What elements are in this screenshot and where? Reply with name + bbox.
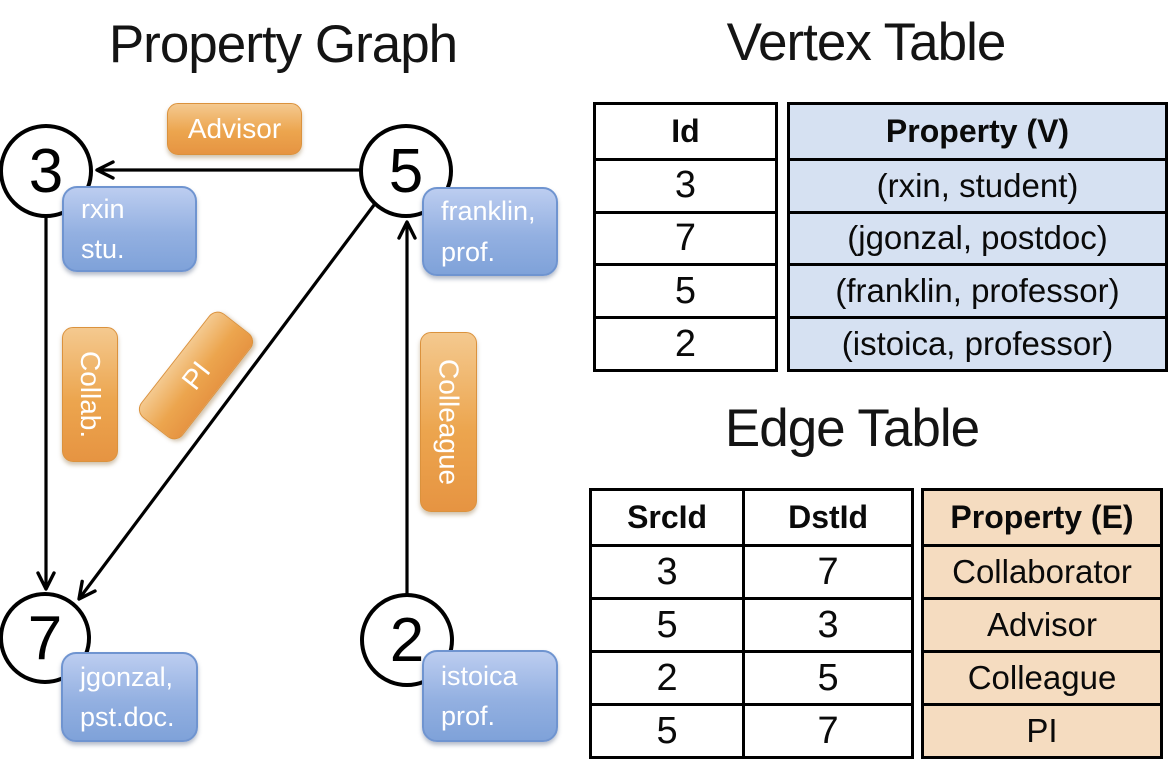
edge-table-title: Edge Table xyxy=(724,399,980,458)
vertex-table-id-cell: 7 xyxy=(596,210,775,264)
vertex-label-3-line1: rxin xyxy=(81,193,125,224)
vertex-table-property-cell: (rxin, student) xyxy=(790,157,1165,211)
vertex-table-id-column: Id 3 7 5 2 xyxy=(593,102,778,372)
property-graph-title: Property Graph xyxy=(108,15,458,74)
edge-table-src-cell: 5 xyxy=(592,597,743,650)
edge-table-property-cell: Advisor xyxy=(924,597,1160,650)
edge-label-colleague: Colleague xyxy=(420,332,477,512)
edge-table-src-cell: 5 xyxy=(592,703,743,756)
vertex-label-5: franklin, prof. xyxy=(422,187,558,276)
node-id-5: 5 xyxy=(388,136,424,206)
edge-table-header-dstid: DstId xyxy=(742,491,911,544)
vertex-label-2: istoica prof. xyxy=(422,650,558,742)
vertex-label-5-line2: prof. xyxy=(441,236,496,267)
vertex-table-title: Vertex Table xyxy=(726,13,1007,72)
vertex-label-3: rxin stu. xyxy=(62,186,197,272)
vertex-label-7-line2: pst.doc. xyxy=(80,702,175,732)
edge-table-id-columns: SrcId DstId 3 7 5 3 2 5 5 7 xyxy=(589,488,914,759)
edge-table-header-srcid: SrcId xyxy=(627,499,708,535)
edge-label-advisor: Advisor xyxy=(167,103,302,155)
vertex-table-header-id: Id xyxy=(671,112,700,149)
edge-label-collab: Collab. xyxy=(62,327,118,462)
edge-5-to-7 xyxy=(77,204,376,601)
edge-table-property-cell: Colleague xyxy=(924,650,1160,703)
vertex-label-2-line1: istoica xyxy=(441,660,518,691)
node-id-3: 3 xyxy=(28,136,64,206)
vertex-table-property-cell: (jgonzal, postdoc) xyxy=(790,210,1165,264)
edge-table-src-cell: 3 xyxy=(592,544,743,597)
node-id-7: 7 xyxy=(27,603,63,673)
edge-table-dst-cell: 7 xyxy=(742,703,911,756)
edge-table-header-property: Property (E) xyxy=(924,491,1160,544)
vertex-label-3-line2: stu. xyxy=(81,234,125,264)
vertex-table-id-cell: 5 xyxy=(596,263,775,316)
graph-edges xyxy=(36,160,417,601)
vertex-table-id-cell: 2 xyxy=(596,316,775,369)
vertex-table-property-cell: (istoica, professor) xyxy=(790,316,1165,369)
edge-table-dst-cell: 3 xyxy=(742,597,911,650)
vertex-label-2-line2: prof. xyxy=(441,701,496,731)
edge-table-property-cell: Collaborator xyxy=(924,544,1160,597)
edge-table-dst-cell: 5 xyxy=(742,650,911,703)
vertex-label-5-line1: franklin, xyxy=(441,196,536,226)
edge-table-dst-cell: 7 xyxy=(742,544,911,597)
edge-table-src-cell: 2 xyxy=(592,650,743,703)
edge-table-property-column: Property (E) Collaborator Advisor Collea… xyxy=(921,488,1163,759)
vertex-label-7-line1: jgonzal, xyxy=(80,661,174,692)
node-id-2: 2 xyxy=(389,605,425,675)
vertex-label-7: jgonzal, pst.doc. xyxy=(61,652,198,742)
vertex-table-property-column: Property (V) (rxin, student) (jgonzal, p… xyxy=(787,102,1168,372)
vertex-table-id-cell: 3 xyxy=(596,157,775,211)
vertex-table-header-property: Property (V) xyxy=(790,105,1165,158)
vertex-table-property-cell: (franklin, professor) xyxy=(790,263,1165,317)
edge-table-property-cell: PI xyxy=(924,703,1160,756)
